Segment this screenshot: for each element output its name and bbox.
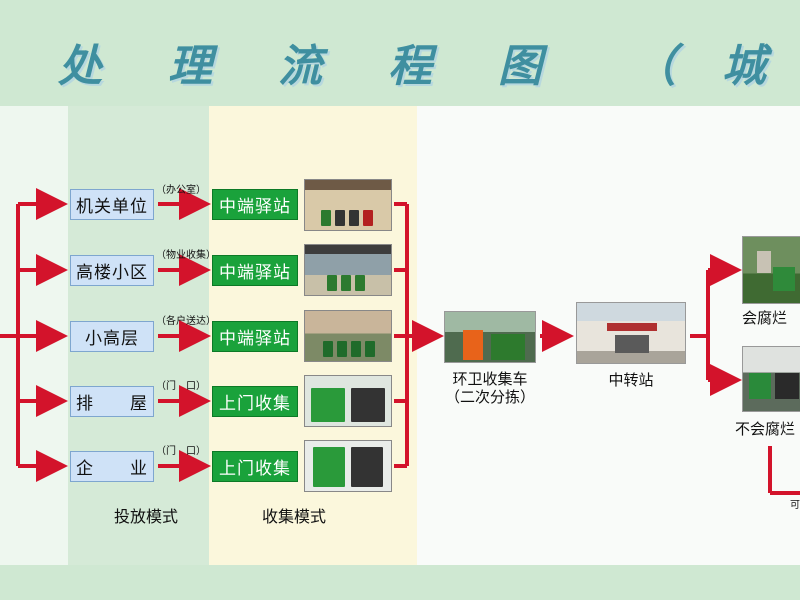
perishable-photo (742, 236, 800, 304)
footer-banner (0, 565, 800, 600)
note-door-1: （门 口） (156, 381, 206, 392)
column-label-collect-mode: 收集模式 (262, 507, 327, 526)
collect-box-station-2: 中端驿站 (212, 255, 298, 286)
source-box-midrise: 小高层 (70, 321, 154, 352)
truck-label-line2: （二次分拣） (444, 388, 535, 406)
collect-box-station-1: 中端驿站 (212, 189, 298, 220)
column-label-drop-mode: 投放模式 (114, 507, 179, 526)
cut-off-text: 可 (790, 500, 800, 511)
title-char-2: 理 (168, 41, 212, 92)
note-door-2: （门 口） (156, 446, 206, 457)
source-box-government: 机关单位 (70, 189, 154, 220)
title-char-7: 城 (722, 41, 766, 92)
truck-label-line1: 环卫收集车 (452, 370, 528, 388)
title-char-4: 程 (388, 41, 432, 92)
source-box-enterprise: 企 业 (70, 451, 154, 482)
note-property: （物业收集） (156, 250, 216, 261)
title-char-6: （ (632, 41, 676, 92)
transfer-label: 中转站 (608, 371, 654, 389)
station-photo-4 (304, 375, 392, 427)
source-box-row-house: 排 屋 (70, 386, 154, 417)
truck-label: 环卫收集车 （二次分拣） (440, 370, 540, 406)
header-banner: 处 理 流 程 图 （ 城 (0, 0, 800, 106)
non-perishable-photo (742, 346, 800, 412)
collect-box-door-2: 上门收集 (212, 451, 298, 482)
collect-box-station-3: 中端驿站 (212, 321, 298, 352)
transfer-station-photo (576, 302, 686, 364)
station-photo-2 (304, 244, 392, 296)
station-photo-3 (304, 310, 392, 362)
truck-photo (444, 311, 536, 363)
title-char-1: 处 (58, 41, 102, 92)
note-households: （各户送达） (156, 316, 216, 327)
station-photo-5 (304, 440, 392, 492)
source-box-highrise: 高楼小区 (70, 255, 154, 286)
perishable-label: 会腐烂 (742, 309, 788, 327)
station-photo-1 (304, 179, 392, 231)
note-office: （办公室） (156, 185, 206, 196)
collect-box-door-1: 上门收集 (212, 386, 298, 417)
non-perishable-label: 不会腐烂 (735, 420, 796, 438)
title-char-5: 图 (498, 41, 542, 92)
title-char-3: 流 (278, 41, 322, 92)
